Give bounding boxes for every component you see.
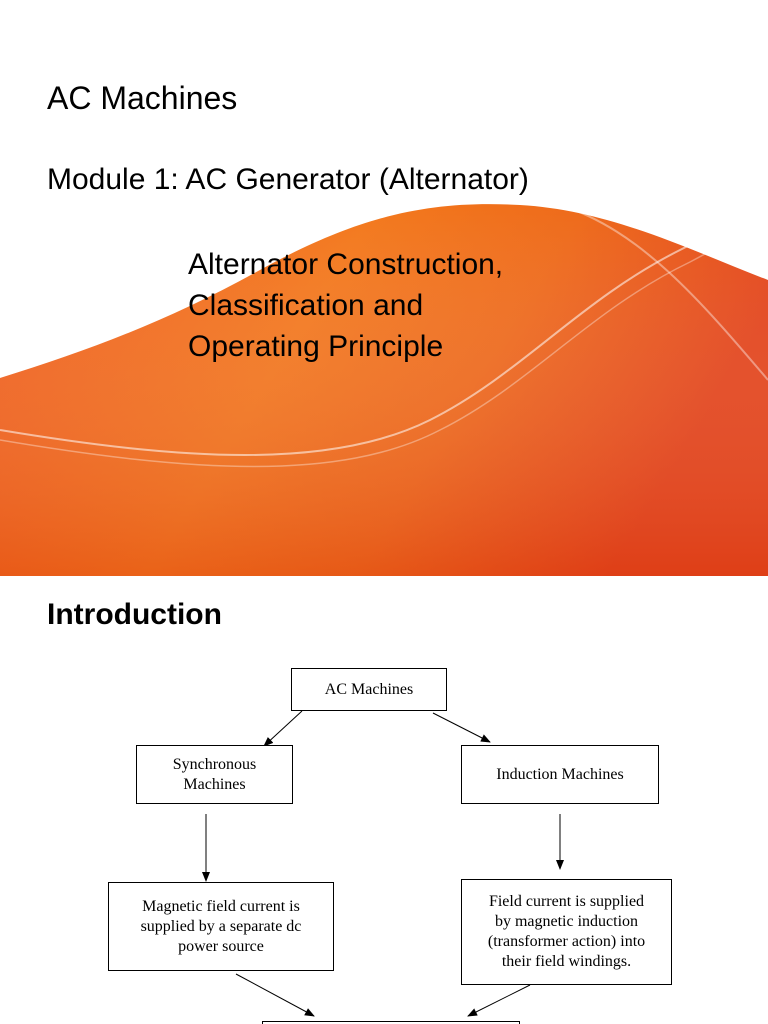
arrow-root-to-ind — [432, 712, 491, 743]
orange-wave-background — [0, 204, 768, 576]
diagram-arrows — [202, 710, 564, 1017]
node-label: power source — [178, 937, 264, 955]
diagram-node-induction-field-description: Field current is supplied by magnetic in… — [461, 879, 672, 985]
arrow-root-to-sync — [263, 710, 303, 747]
subtitle-line: Alternator Construction, — [188, 248, 504, 281]
diagram-node-synchronous-machines: Synchronous Machines — [136, 745, 293, 804]
node-label: supplied by a separate dc — [140, 917, 302, 935]
diagram-node-sync-field-description: Magnetic field current is supplied by a … — [108, 882, 334, 971]
node-label: Synchronous — [172, 755, 257, 773]
diagram-node-induction-machines: Induction Machines — [461, 745, 659, 804]
node-label: Induction Machines — [496, 765, 624, 783]
subtitle-line: Classification and — [188, 289, 424, 322]
subtitle-line: Operating Principle — [188, 330, 444, 363]
node-label: AC Machines — [324, 680, 414, 698]
slide-subtitle: Alternator Construction, Classification … — [188, 244, 503, 367]
arrow-field-to-bottom — [467, 984, 531, 1017]
node-label: Field current is supplied — [488, 893, 645, 910]
slide-heading: Introduction — [47, 598, 222, 631]
diagram-node-bottom-cut-off — [262, 1021, 520, 1024]
module-title: Module 1: AC Generator (Alternator) — [47, 163, 529, 196]
node-label: (transformer action) into — [487, 933, 646, 950]
node-label: their field windings. — [501, 953, 632, 970]
node-label: Magnetic field current is — [142, 897, 300, 915]
slide-title: AC Machines — [47, 80, 238, 116]
introduction-slide: Introduction AC Machines Synchronous Mac… — [0, 576, 768, 1024]
node-label: Machines — [183, 775, 246, 793]
arrow-mag-to-bottom — [235, 973, 315, 1017]
node-label: by magnetic induction — [494, 913, 639, 930]
diagram-node-ac-machines: AC Machines — [291, 668, 447, 711]
title-slide: AC Machines Module 1: AC Generator (Alte… — [0, 80, 768, 576]
